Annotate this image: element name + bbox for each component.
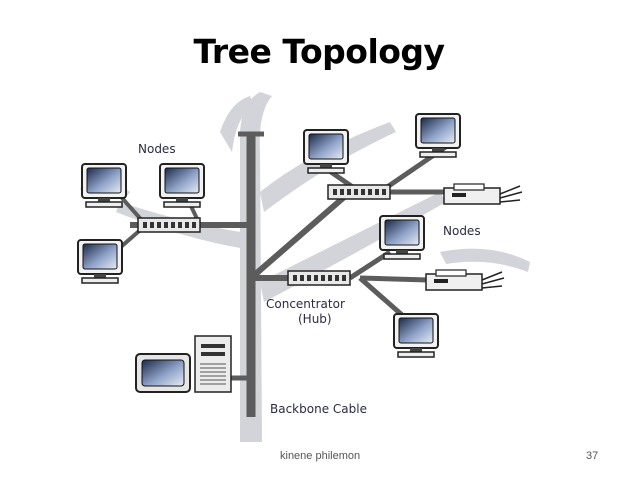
- monitor-icon: [81, 163, 127, 208]
- monitor-icon: [393, 313, 439, 358]
- server-tower-icon: [135, 335, 232, 393]
- page-number: 37: [586, 450, 599, 462]
- hub-icon: [137, 217, 201, 233]
- nodes-label-right: Nodes: [443, 224, 481, 238]
- concentrator-label: Concentrator: [266, 297, 345, 311]
- nodes-label-left: Nodes: [138, 142, 176, 156]
- slide-title: Tree Topology: [193, 32, 445, 71]
- printer-icon: [425, 269, 505, 291]
- monitor-icon: [159, 163, 205, 208]
- hub-icon: [327, 184, 391, 200]
- footer-author: kinene philemon: [280, 450, 361, 462]
- backbone-cable-label: Backbone Cable: [270, 402, 367, 416]
- monitor-icon: [415, 113, 461, 158]
- printer-icon: [443, 183, 523, 205]
- monitor-icon: [77, 239, 123, 284]
- tree-topology-diagram: [77, 92, 530, 442]
- hub-label: (Hub): [298, 312, 332, 326]
- hub-icon: [287, 270, 351, 286]
